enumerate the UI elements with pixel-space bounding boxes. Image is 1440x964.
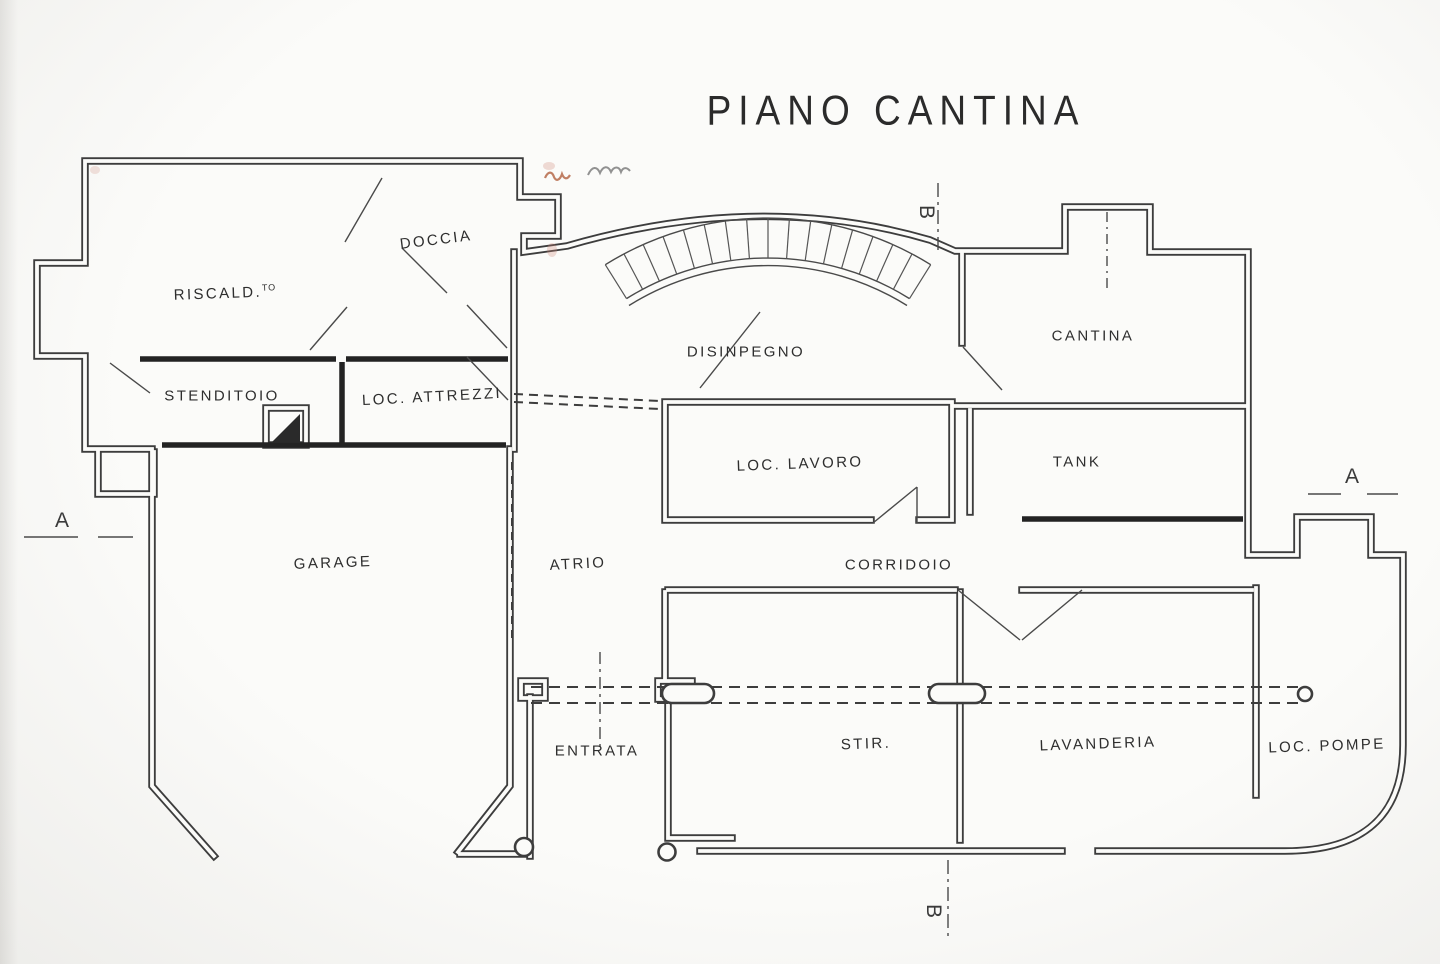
exterior-and-interior-walls [37, 161, 1403, 856]
axis-lines [24, 183, 1398, 936]
room-label-corridoio: CORRIDOIO [844, 556, 954, 574]
room-label-stireria: STIR. [840, 734, 892, 754]
plan-title: PIANO CANTINA [706, 87, 1086, 134]
section-marker-b-top: B [915, 204, 938, 220]
section-marker-a-left: A [54, 509, 70, 532]
room-label-entrata: ENTRATA [554, 742, 640, 760]
columns-and-fixtures [272, 414, 1314, 862]
pipe-hook [1296, 685, 1314, 703]
handwritten-annotation [90, 162, 631, 257]
room-label-stenditoio: STENDITOIO [164, 387, 280, 405]
section-marker-a-right: A [1344, 465, 1360, 488]
section-marker-b-bottom: B [922, 903, 945, 919]
pillar-oval [660, 682, 716, 705]
heavy-walls [140, 356, 1243, 522]
room-label-garage: GARAGE [293, 553, 373, 573]
room-label-cantina: CANTINA [1051, 327, 1135, 345]
room-label-atrio: ATRIO [549, 554, 607, 574]
column-circle [657, 842, 677, 862]
pillar-oval [927, 682, 987, 705]
room-label-disinpegno: DISINPEGNO [686, 343, 806, 361]
staircase [604, 217, 932, 307]
door-swings [109, 177, 1083, 641]
room-label-riscaldamento: RISCALD.TO [173, 282, 277, 304]
chimney-flue [272, 414, 300, 442]
room-label-tank: TANK [1052, 453, 1102, 471]
column-circle [513, 836, 535, 858]
pipe-runs [511, 393, 1300, 704]
